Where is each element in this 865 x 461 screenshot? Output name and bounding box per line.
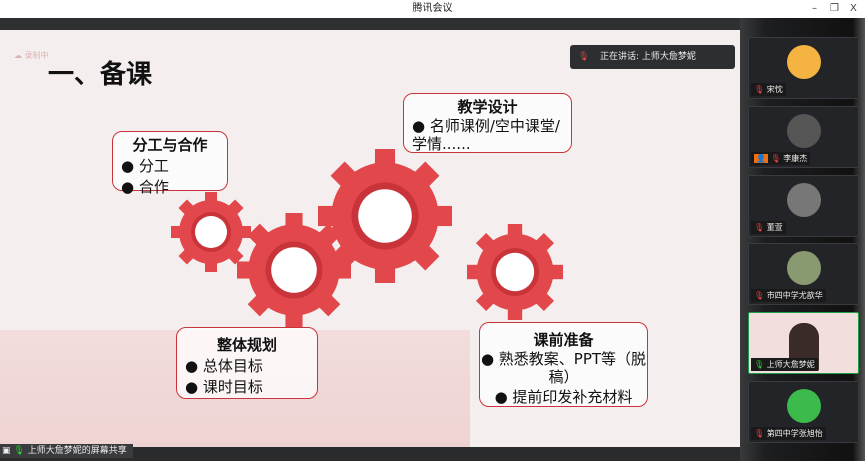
participant-tile[interactable]: 🎙 市四中学尤歆华: [748, 243, 859, 305]
avatar: [787, 183, 821, 217]
avatar: [787, 389, 821, 423]
slide-title: 一、备课: [48, 60, 153, 90]
bullet: ● 熟悉教案、PPT等（脱稿）: [480, 350, 647, 386]
toolbar-strip: [0, 18, 740, 30]
close-button[interactable]: X: [850, 3, 857, 14]
bullet: ● 课时目标: [185, 378, 263, 396]
participant-name: 🎙 董萱: [751, 221, 786, 234]
host-icon: 👤: [754, 154, 768, 163]
bullet: ● 总体目标: [185, 357, 263, 375]
bullet: ● 提前印发补充材料: [494, 388, 633, 406]
speaking-indicator: 🎙正在讲话: 上师大詹梦妮: [570, 45, 735, 69]
box-division: 分工与合作 ● 分工 ● 合作: [112, 131, 228, 196]
restore-button[interactable]: ❐: [830, 3, 839, 14]
participant-name: 🎙 上师大詹梦妮: [751, 358, 818, 371]
box-title: 教学设计: [457, 98, 518, 116]
box-preparation: 课前准备 ● 熟悉教案、PPT等（脱稿） ● 提前印发补充材料: [479, 322, 648, 407]
window-titlebar: 腾讯会议 – ❐ X: [0, 0, 865, 18]
avatar: [787, 114, 821, 148]
participant-name: 🎙 第四中学张旭怡: [751, 427, 826, 440]
box-title: 整体规划: [216, 336, 277, 354]
participant-name: 🎙 宋忱: [751, 83, 786, 96]
shared-slide: ☁ 录制中 一、备课 🎙正在讲话: 上师大詹梦妮 分工与合作 ● 分工 ● 合作…: [0, 30, 740, 447]
box-title: 分工与合作: [132, 136, 208, 154]
screen-share-label[interactable]: ▣ 🎙 上师大詹梦妮的屏幕共享: [0, 444, 133, 458]
box-teaching-design: 教学设计 ● 名师课例/空中课堂/学情......: [403, 93, 572, 153]
participant-tile[interactable]: 🎙 宋忱: [748, 37, 859, 99]
avatar: [787, 251, 821, 285]
box-overall-plan: 整体规划 ● 总体目标 ● 课时目标: [176, 327, 318, 399]
bottom-bar: [0, 447, 740, 461]
participant-name: 🎙 市四中学尤歆华: [751, 289, 826, 302]
avatar: [787, 45, 821, 79]
mic-muted-icon: 🎙: [578, 52, 590, 62]
box-title: 课前准备: [533, 331, 594, 349]
minimize-button[interactable]: –: [812, 3, 817, 14]
gear: [447, 204, 583, 340]
bullet: ● 分工: [121, 157, 169, 175]
screen-icon: ▣: [2, 446, 11, 456]
participant-tile[interactable]: 🎙 第四中学张旭怡: [748, 381, 859, 443]
participant-tile-active[interactable]: 🎙 上师大詹梦妮: [748, 312, 859, 374]
bullet: ● 名师课例/空中课堂/学情......: [412, 117, 560, 153]
window-title: 腾讯会议: [412, 3, 453, 14]
recording-indicator: ☁ 录制中: [14, 51, 49, 60]
bullet: ● 合作: [121, 178, 169, 196]
mic-active-icon: 🎙: [13, 446, 25, 456]
participant-tile[interactable]: 👤 🎙 李康杰: [748, 106, 859, 168]
participant-name: 👤 🎙 李康杰: [751, 152, 811, 165]
participants-panel[interactable]: 🎙 宋忱 👤 🎙 李康杰 🎙 董萱 🎙 市四中学尤歆华 🎙 上师大詹梦妮 🎙 第…: [740, 18, 865, 461]
participant-tile[interactable]: 🎙 董萱: [748, 175, 859, 237]
